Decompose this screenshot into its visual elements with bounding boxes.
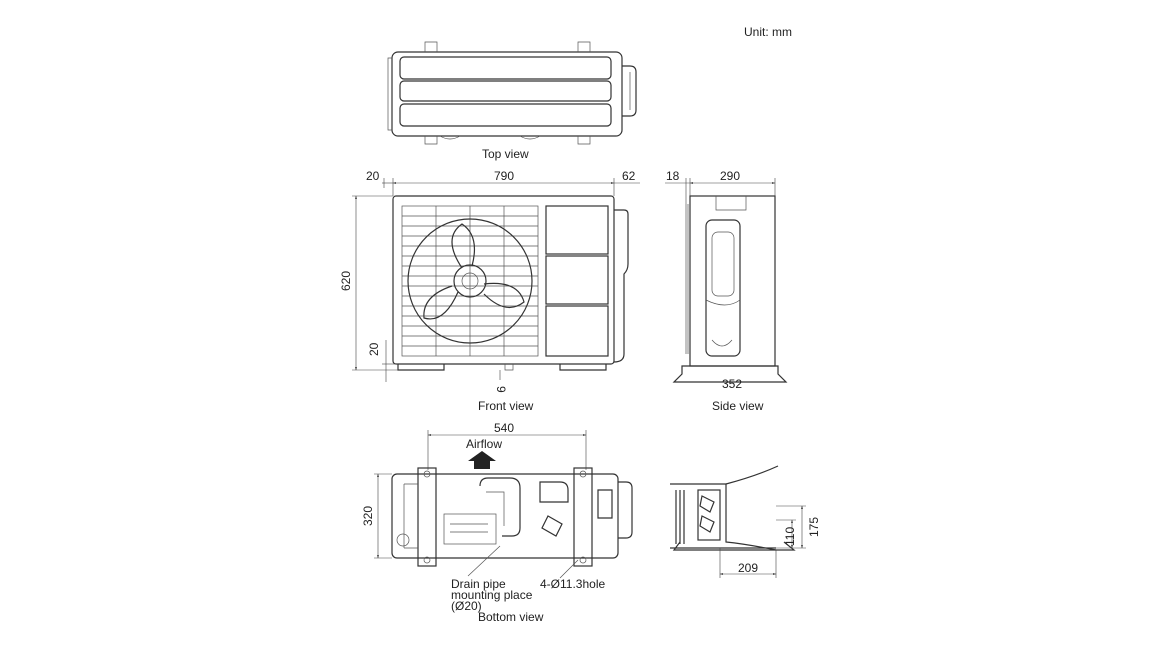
- unit-label: Unit: mm: [744, 25, 792, 39]
- drain-label-line2: mounting place: [451, 588, 533, 602]
- side-view-label: Side view: [712, 399, 764, 413]
- front-bottom-gap-dim: 9: [494, 386, 508, 393]
- bottom-depth-dim: 320: [361, 506, 375, 526]
- airflow-label: Airflow: [466, 437, 502, 451]
- detail-view: [670, 465, 806, 578]
- front-foot-height-dim: 20: [367, 342, 381, 356]
- front-left-offset-dim: 20: [366, 169, 380, 183]
- side-depth-dim: 290: [720, 169, 740, 183]
- drain-label-line1: Drain pipe: [451, 577, 506, 591]
- bottom-view-label: Bottom view: [478, 610, 544, 624]
- detail-width-dim: 209: [738, 561, 758, 575]
- side-left-offset-dim: 18: [666, 169, 680, 183]
- top-view: [387, 41, 637, 145]
- detail-height-large-dim: 175: [807, 517, 821, 537]
- holes-label: 4-Ø11.3hole: [540, 577, 605, 591]
- top-view-label: Top view: [482, 147, 529, 161]
- side-view: [665, 178, 788, 383]
- side-base-depth-dim: 352: [722, 377, 742, 391]
- detail-height-small-dim: 110: [783, 527, 797, 546]
- drain-label-line3: (Ø20): [451, 599, 482, 613]
- bottom-mount-span-dim: 540: [494, 421, 514, 435]
- front-view-label: Front view: [478, 399, 534, 413]
- bottom-view: [374, 430, 633, 579]
- front-right-offset-dim: 62: [622, 169, 636, 183]
- front-width-dim: 790: [494, 169, 514, 183]
- front-height-dim: 620: [339, 271, 353, 291]
- front-view: [352, 178, 640, 382]
